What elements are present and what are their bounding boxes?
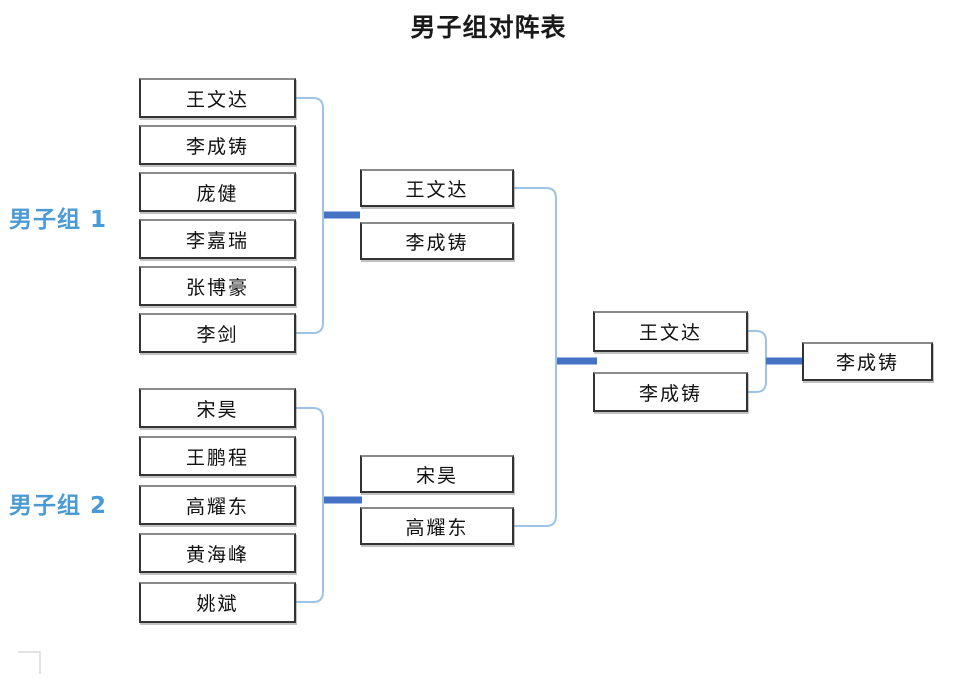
semifinal-g2-box-1: 宋昊	[360, 455, 514, 493]
final-bracket-line	[748, 330, 767, 393]
semifinal-g1-box-1: 王文达	[360, 169, 514, 207]
group2-bracket-line	[296, 407, 324, 603]
g2-player-box-3: 高耀东	[139, 485, 296, 525]
g2-player-box-4: 黄海峰	[139, 533, 296, 573]
g1-player-box-3: 庞健	[139, 172, 296, 212]
g1-player-box-5: 张博豪	[139, 266, 296, 306]
g1-player-box-4: 李嘉瑞	[139, 219, 296, 259]
g2-player-box-1: 宋昊	[139, 388, 296, 428]
final-box-1: 王文达	[593, 311, 748, 352]
page-title: 男子组对阵表	[410, 13, 567, 42]
g1-player-box-2: 李成铸	[139, 125, 296, 165]
g1-player-box-6: 李剑	[139, 313, 296, 353]
group1-label: 男子组 1	[9, 207, 108, 233]
g2-player-box-2: 王鹏程	[139, 436, 296, 476]
g1-player-box-1: 王文达	[139, 78, 296, 118]
champion-box: 李成铸	[802, 342, 933, 381]
semifinal-g1-box-2: 李成铸	[360, 222, 514, 260]
group1-bracket-line	[296, 97, 324, 334]
semifinal-g2-box-2: 高耀东	[360, 507, 514, 545]
final-box-2: 李成铸	[593, 372, 748, 412]
group2-label: 男子组 2	[9, 493, 108, 519]
g2-player-box-5: 姚斌	[139, 582, 296, 623]
semifinal-bracket-line	[514, 187, 557, 527]
corner-artifact	[18, 651, 41, 674]
